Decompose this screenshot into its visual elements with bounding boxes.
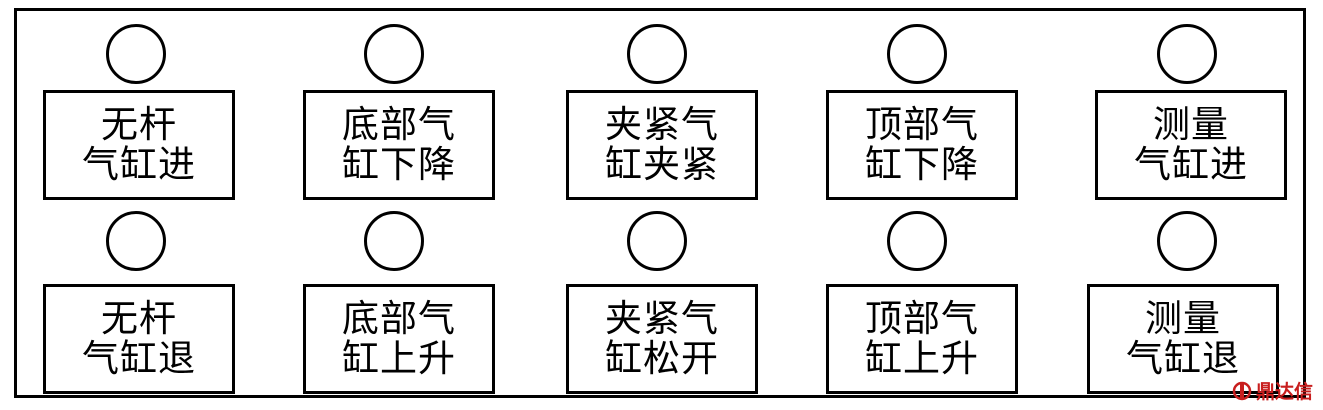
button-label: 顶部气 缸下降 [865,103,979,186]
watermark: 鼎达信 [1231,377,1313,404]
indicator-light-top-cylinder-raise[interactable] [887,211,947,271]
indicator-light-clamp-cylinder-clamp[interactable] [627,24,687,84]
indicator-light-clamp-cylinder-release[interactable] [627,211,687,271]
indicator-light-rodless-cylinder-advance[interactable] [106,24,166,84]
brand-logo-icon [1232,381,1252,400]
button-top-cylinder-raise[interactable]: 顶部气 缸上升 [826,284,1018,394]
indicator-light-top-cylinder-lower[interactable] [887,24,947,84]
button-bottom-cylinder-raise[interactable]: 底部气 缸上升 [303,284,495,394]
button-rodless-cylinder-retract[interactable]: 无杆 气缸退 [43,284,235,394]
button-top-cylinder-lower[interactable]: 顶部气 缸下降 [826,90,1018,200]
button-rodless-cylinder-advance[interactable]: 无杆 气缸进 [43,90,235,200]
indicator-light-measure-cylinder-retract[interactable] [1157,211,1217,271]
indicator-light-bottom-cylinder-lower[interactable] [364,24,424,84]
indicator-light-measure-cylinder-advance[interactable] [1157,24,1217,84]
button-label: 测量 气缸进 [1134,103,1248,186]
control-panel: 无杆 气缸进 底部气 缸下降 夹紧气 缸夹紧 顶部气 缸下降 测量 气缸进 无杆… [14,8,1306,398]
button-label: 测量 气缸退 [1126,297,1240,380]
watermark-text: 鼎达信 [1255,381,1313,403]
button-label: 无杆 气缸进 [82,103,196,186]
button-label: 底部气 缸上升 [342,297,456,380]
button-label: 底部气 缸下降 [342,103,456,186]
button-clamp-cylinder-release[interactable]: 夹紧气 缸松开 [566,284,758,394]
indicator-light-rodless-cylinder-retract[interactable] [106,211,166,271]
button-measure-cylinder-advance[interactable]: 测量 气缸进 [1095,90,1287,200]
button-bottom-cylinder-lower[interactable]: 底部气 缸下降 [303,90,495,200]
button-clamp-cylinder-clamp[interactable]: 夹紧气 缸夹紧 [566,90,758,200]
button-label: 夹紧气 缸夹紧 [605,103,719,186]
indicator-light-bottom-cylinder-raise[interactable] [364,211,424,271]
button-label: 夹紧气 缸松开 [605,297,719,380]
button-measure-cylinder-retract[interactable]: 测量 气缸退 [1087,284,1279,394]
button-label: 无杆 气缸退 [82,297,196,380]
button-label: 顶部气 缸上升 [865,297,979,380]
